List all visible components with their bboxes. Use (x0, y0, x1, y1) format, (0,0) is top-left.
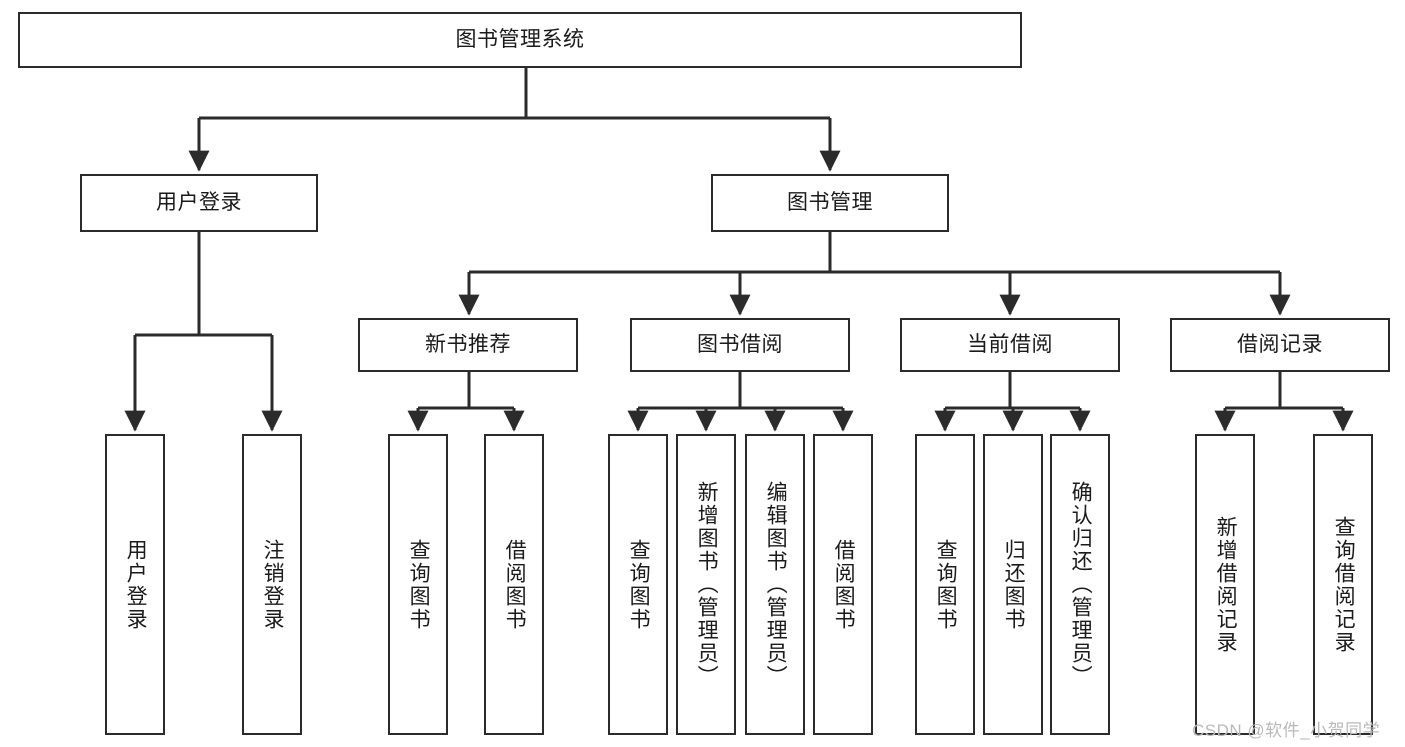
leaf-borrow-book-newbook-label: 借阅图书 (503, 538, 527, 631)
node-current-borrow-label: 当前借阅 (967, 332, 1053, 356)
leaf-edit-book-admin-label: 编辑图书（管理员） (764, 481, 788, 688)
leaf-return-book[interactable]: 归还图书 (983, 434, 1043, 735)
leaf-confirm-return-admin-label: 确认归还（管理员） (1069, 481, 1093, 688)
node-new-book-recommend-label: 新书推荐 (425, 332, 511, 356)
node-root[interactable]: 图书管理系统 (18, 12, 1022, 68)
leaf-query-borrow-record[interactable]: 查询借阅记录 (1313, 434, 1373, 735)
node-book-management[interactable]: 图书管理 (711, 174, 949, 232)
leaf-add-book-admin-label: 新增图书（管理员） (695, 481, 719, 688)
node-root-label: 图书管理系统 (455, 27, 585, 51)
leaf-query-book-current-label: 查询图书 (934, 538, 958, 631)
node-book-borrow-label: 图书借阅 (697, 332, 783, 356)
node-book-management-label: 图书管理 (787, 190, 873, 214)
leaf-query-borrow-record-label: 查询借阅记录 (1332, 515, 1356, 654)
node-new-book-recommend[interactable]: 新书推荐 (358, 318, 578, 372)
leaf-query-book-newbook-label: 查询图书 (407, 538, 431, 631)
leaf-add-borrow-record[interactable]: 新增借阅记录 (1195, 434, 1255, 735)
node-borrow-records[interactable]: 借阅记录 (1170, 318, 1390, 372)
leaf-add-borrow-record-label: 新增借阅记录 (1214, 515, 1238, 654)
leaf-query-book-current[interactable]: 查询图书 (915, 434, 975, 735)
node-current-borrow[interactable]: 当前借阅 (900, 318, 1120, 372)
leaf-user-logout-label: 注销登录 (261, 538, 285, 631)
leaf-edit-book-admin[interactable]: 编辑图书（管理员） (745, 434, 805, 735)
node-user-login-label: 用户登录 (156, 190, 242, 214)
leaf-user-login[interactable]: 用户登录 (105, 434, 165, 735)
leaf-borrow-book-newbook[interactable]: 借阅图书 (484, 434, 544, 735)
leaf-return-book-label: 归还图书 (1002, 538, 1026, 631)
node-book-borrow[interactable]: 图书借阅 (630, 318, 850, 372)
leaf-user-logout[interactable]: 注销登录 (242, 434, 302, 735)
node-user-login[interactable]: 用户登录 (80, 174, 318, 232)
leaf-lend-book-label: 借阅图书 (832, 538, 856, 631)
leaf-query-book-newbook[interactable]: 查询图书 (388, 434, 448, 735)
node-borrow-records-label: 借阅记录 (1237, 332, 1323, 356)
leaf-query-book-borrow[interactable]: 查询图书 (608, 434, 668, 735)
leaf-confirm-return-admin[interactable]: 确认归还（管理员） (1050, 434, 1110, 735)
leaf-query-book-borrow-label: 查询图书 (627, 538, 651, 631)
leaf-add-book-admin[interactable]: 新增图书（管理员） (676, 434, 736, 735)
leaf-lend-book[interactable]: 借阅图书 (813, 434, 873, 735)
leaf-user-login-label: 用户登录 (124, 538, 148, 631)
